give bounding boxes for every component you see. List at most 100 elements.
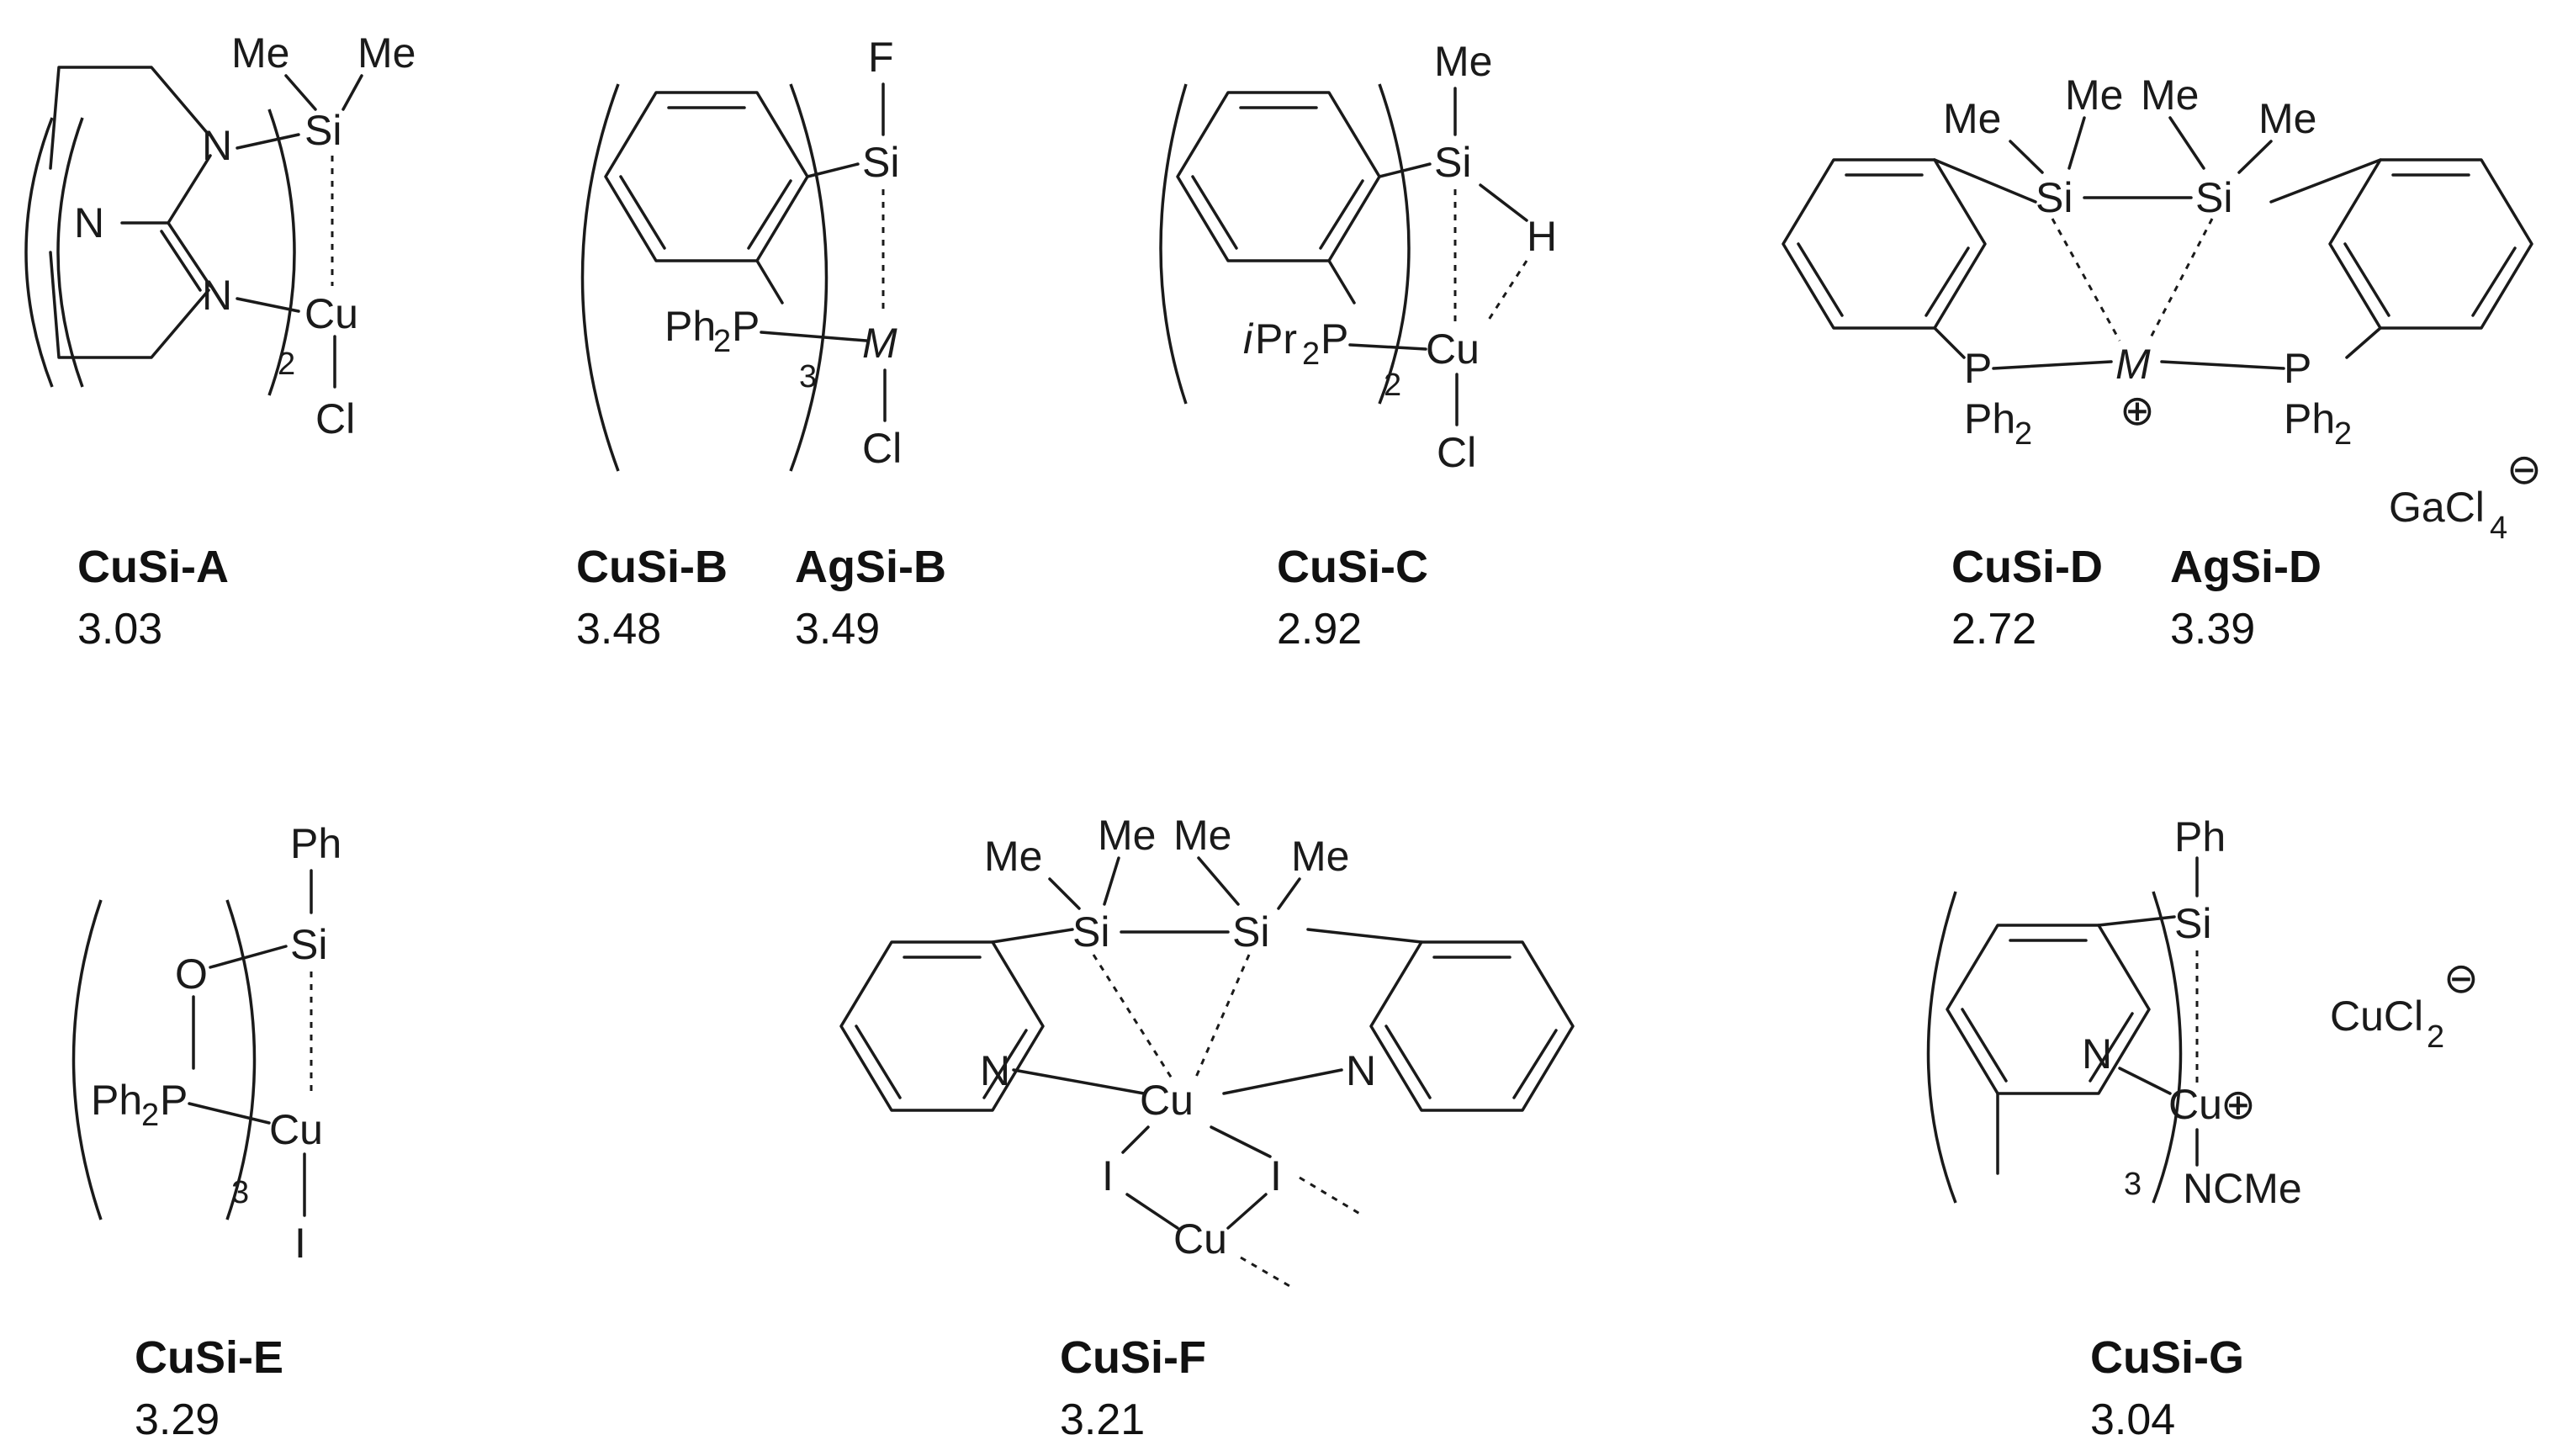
compound-value: 2.92 <box>1277 605 1362 654</box>
atom-p: P <box>1321 315 1348 363</box>
bond-ring-si <box>1378 162 1432 178</box>
benzene-ring <box>604 91 809 262</box>
bond-c-n1 <box>120 154 212 225</box>
atom-si-left: Si <box>1072 908 1109 956</box>
bond-p-cu <box>188 1102 271 1125</box>
atom-p-right: P <box>2284 345 2311 392</box>
atom-pr: Pr <box>1255 315 1297 363</box>
paren-right <box>1378 83 1411 405</box>
atom-si: Si <box>290 921 327 968</box>
subscript-2: 2 <box>141 1098 159 1133</box>
benzene-right-double <box>2343 173 2517 317</box>
minus-charge: ⊖ <box>2443 955 2479 1002</box>
bond-i-cu2 <box>1125 1193 1268 1230</box>
compound-name-ag: AgSi-B <box>795 542 946 592</box>
benzene-left-double <box>1797 173 1970 317</box>
structure-cusi-d: Si Si Me Me Me Me P P M Ph 2 Ph 2 ⊕ GaCl… <box>1782 71 2542 654</box>
benzene-double-bonds <box>1191 106 1364 250</box>
bond-n-cu <box>236 297 300 313</box>
paren-right <box>2152 891 2183 1204</box>
compound-name: CuSi-C <box>1277 542 1428 592</box>
bond-ring-si <box>991 928 1423 944</box>
compound-value-cu: 2.72 <box>1951 605 2036 654</box>
plus-charge: ⊕ <box>2120 387 2155 434</box>
paren-left <box>71 899 103 1220</box>
bond-ring-si <box>806 162 860 178</box>
atom-cl: Cl <box>862 425 902 472</box>
subscript-2: 2 <box>713 324 731 359</box>
compound-value: 3.29 <box>135 1395 220 1444</box>
atom-cu: Cu <box>1426 326 1480 373</box>
atom-p: P <box>160 1077 188 1124</box>
bond-si-cu-dashed <box>1092 954 1251 1082</box>
atom-cl: Cl <box>315 395 355 442</box>
bond-p-cu <box>1348 343 1427 351</box>
atom-si: Si <box>2174 900 2211 947</box>
bond-si-me <box>284 74 363 111</box>
anion-cucl: CuCl <box>2330 993 2423 1040</box>
atom-ph: Ph <box>664 303 716 350</box>
atom-n2: N <box>202 272 232 319</box>
bond-c-n-double <box>160 221 212 292</box>
compound-value-ag: 3.49 <box>795 605 880 654</box>
atom-ph2p-ph: Ph <box>91 1077 142 1124</box>
atom-n-bridge: N <box>74 199 104 246</box>
bond-si-h <box>1479 183 1528 222</box>
atom-me-4: Me <box>2258 95 2316 142</box>
atom-m: M <box>862 320 897 367</box>
subscript-2: 2 <box>2427 1019 2444 1055</box>
anion-gacl: GaCl <box>2389 484 2485 531</box>
pyridine-right <box>1369 940 1575 1112</box>
atom-si-right: Si <box>1232 908 1269 956</box>
paren-right <box>789 83 829 472</box>
bond-p-m <box>1992 360 2285 370</box>
pyridine-left <box>839 940 1045 1112</box>
atom-i: I <box>294 1220 306 1267</box>
bond-o-si <box>209 945 288 969</box>
atom-cu: Cu <box>269 1106 323 1153</box>
structure-cusi-g: N Si Ph Cu ⊕ NCMe 3 CuCl 2 ⊖ CuSi-G 3.04 <box>1926 813 2479 1444</box>
subscript-3: 3 <box>799 359 817 394</box>
bond-ring-si <box>2097 915 2176 927</box>
atom-si-right: Si <box>2195 174 2232 221</box>
atom-n1: N <box>202 122 232 169</box>
bond-ring-si-left <box>1933 158 2037 204</box>
atom-p-left: P <box>1964 345 1992 392</box>
atom-me-3: Me <box>2141 71 2199 119</box>
plus-charge: ⊕ <box>2221 1081 2256 1128</box>
compound-value: 3.04 <box>2090 1395 2175 1444</box>
paren-left-inner <box>56 117 84 388</box>
atom-me-1: Me <box>984 833 1042 880</box>
subscript-3: 3 <box>2124 1167 2142 1202</box>
compound-name: CuSi-A <box>77 542 229 592</box>
subscript-2-right: 2 <box>2334 416 2352 452</box>
paren-left <box>580 83 620 472</box>
structure-cusi-a: N N N Si Me Me Cu Cl 2 CuSi-A 3.03 <box>24 29 416 654</box>
compound-value: 3.03 <box>77 605 162 654</box>
atom-m: M <box>2115 341 2151 388</box>
structure-cusi-b: Si F Ph 2 P 3 M Cl CuSi-B 3.48 AgSi-B 3.… <box>576 34 946 654</box>
compound-name-ag: AgSi-D <box>2170 542 2322 592</box>
bond-si-me <box>2009 116 2273 174</box>
subscript-4: 4 <box>2490 511 2507 546</box>
structure-cusi-f: N N Si Si Me Me Me Me Cu I I Cu CuSi-F 3… <box>839 812 1575 1444</box>
bond-ring-p <box>755 259 784 304</box>
compound-value: 3.21 <box>1060 1395 1145 1444</box>
benzene-ring <box>1176 91 1381 262</box>
compound-name: CuSi-F <box>1060 1332 1206 1383</box>
compound-value-ag: 3.39 <box>2170 605 2255 654</box>
atom-cu: Cu <box>1140 1077 1194 1124</box>
pyridine-left-double <box>855 956 1028 1099</box>
subscript-2-left: 2 <box>2014 416 2032 452</box>
atom-si: Si <box>862 139 899 186</box>
bond-polymer-dashed <box>1240 1176 1363 1289</box>
bond-h-cu-dashed <box>1487 260 1528 320</box>
bond-p-m <box>760 331 868 342</box>
bond-ring-p <box>1327 259 1356 304</box>
benzene-ring-right <box>2328 158 2533 330</box>
atom-ph-left: Ph <box>1964 395 2015 442</box>
atom-me-3: Me <box>1173 812 1231 859</box>
atom-me-1: Me <box>1943 95 2001 142</box>
atom-i-left: I <box>1102 1152 1114 1199</box>
structure-cusi-e: Ph Si O Ph 2 P Cu I 3 CuSi-E 3.29 <box>71 820 341 1444</box>
